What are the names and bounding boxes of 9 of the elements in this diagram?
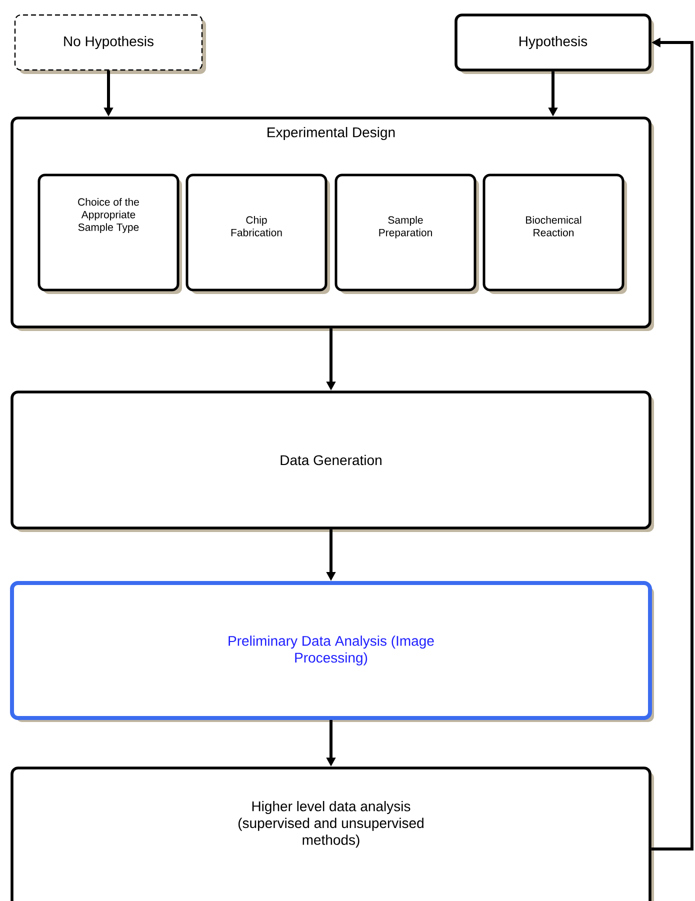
step-box: Sample Preparation (334, 174, 479, 294)
start-box: No Hypothesis (14, 14, 206, 74)
step-box: Chip Fabrication (186, 174, 330, 294)
stage-box: Data Generation (10, 390, 654, 532)
stage-box: Higher level data analysis (supervised and unsupervised methods) (10, 766, 654, 901)
step-box: Biochemical Reaction (482, 174, 627, 294)
start-box: Hypothesis (454, 14, 654, 74)
step-box: Choice of the Appropriate Sample Type (38, 174, 182, 294)
stage-box: Preliminary Data Analysis (Image Processing) (10, 581, 654, 722)
